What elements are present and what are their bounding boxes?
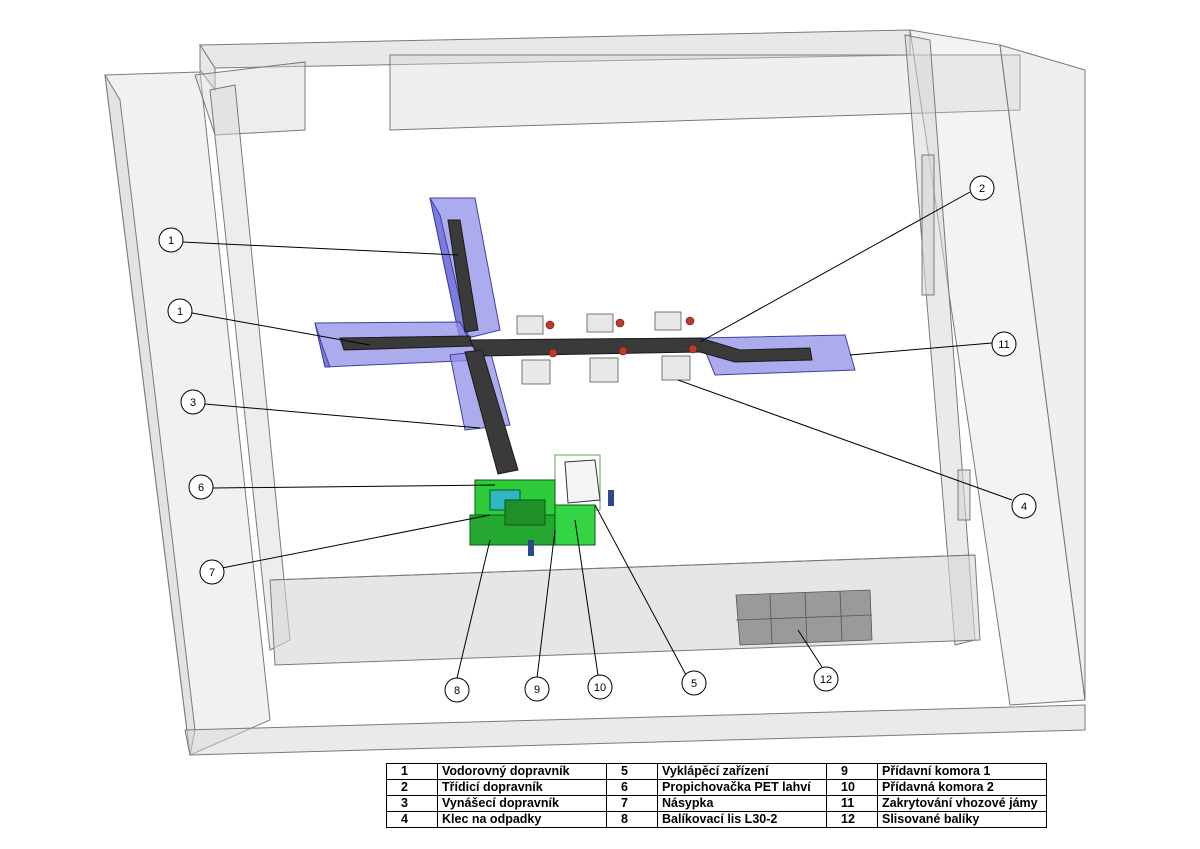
callout-5-label: 5 bbox=[691, 678, 697, 690]
callout-7-label: 7 bbox=[209, 567, 215, 579]
callout-1b: 1 bbox=[167, 298, 193, 324]
callout-1a: 1 bbox=[158, 227, 184, 253]
legend-num: 12 bbox=[826, 811, 878, 828]
leader-lines bbox=[181, 191, 1013, 679]
callout-6-label: 6 bbox=[198, 482, 204, 494]
callout-1b-label: 1 bbox=[177, 306, 183, 318]
callout-12-label: 12 bbox=[820, 674, 832, 686]
legend-num: 1 bbox=[386, 763, 438, 780]
conveyors bbox=[339, 219, 813, 475]
legend-num: 6 bbox=[606, 779, 658, 796]
legend-num: 9 bbox=[826, 763, 878, 780]
legend-num: 8 bbox=[606, 811, 658, 828]
legend-num: 5 bbox=[606, 763, 658, 780]
pit-covers bbox=[314, 197, 856, 431]
legend-label: Vodorovný dopravník bbox=[437, 763, 607, 780]
callout-6: 6 bbox=[188, 474, 214, 500]
callout-10-label: 10 bbox=[594, 682, 606, 694]
callout-2: 2 bbox=[969, 175, 995, 201]
callout-3: 3 bbox=[180, 389, 206, 415]
legend-num: 11 bbox=[826, 795, 878, 812]
legend-label: Vynášecí dopravník bbox=[437, 795, 607, 812]
legend-label: Vyklápěcí zařízení bbox=[657, 763, 827, 780]
pressed-bales bbox=[735, 589, 873, 646]
legend-label: Slisované balíky bbox=[877, 811, 1047, 828]
legend-label: Přídavní komora 1 bbox=[877, 763, 1047, 780]
callout-9-label: 9 bbox=[534, 684, 540, 696]
legend-label: Klec na odpadky bbox=[437, 811, 607, 828]
sorting-stations bbox=[516, 311, 691, 385]
callout-5: 5 bbox=[681, 670, 707, 696]
legend-label: Propichovačka PET lahví bbox=[657, 779, 827, 796]
callouts: 1 1 2 3 4 5 6 7 bbox=[158, 175, 1037, 703]
tipping-device bbox=[554, 454, 601, 511]
callout-3-label: 3 bbox=[190, 397, 196, 409]
callout-4: 4 bbox=[1011, 493, 1037, 519]
legend-table: 1 Vodorovný dopravník 5 Vyklápěcí zaříze… bbox=[386, 763, 1047, 828]
callout-8-label: 8 bbox=[454, 685, 460, 697]
legend-label: Balíkovací lis L30-2 bbox=[657, 811, 827, 828]
callout-2-label: 2 bbox=[979, 183, 985, 195]
workers bbox=[545, 316, 698, 358]
callout-12: 12 bbox=[813, 666, 839, 692]
legend-row: 1 Vodorovný dopravník 5 Vyklápěcí zaříze… bbox=[386, 763, 1047, 780]
conveyor-3-elevating bbox=[464, 349, 519, 475]
legend-row: 2 Třídicí dopravník 6 Propichovačka PET … bbox=[386, 779, 1047, 796]
legend-label: Přídavná komora 2 bbox=[877, 779, 1047, 796]
callout-11: 11 bbox=[991, 331, 1017, 357]
callout-11-label: 11 bbox=[998, 339, 1009, 351]
press-operators bbox=[528, 490, 614, 556]
building-walls bbox=[104, 29, 1086, 756]
callout-9: 9 bbox=[524, 676, 550, 702]
callout-7: 7 bbox=[199, 559, 225, 585]
legend-label: Násypka bbox=[657, 795, 827, 812]
legend-num: 2 bbox=[386, 779, 438, 796]
callout-4-label: 4 bbox=[1021, 501, 1027, 513]
callout-10: 10 bbox=[587, 674, 613, 700]
conveyor-1-vertical bbox=[447, 219, 479, 333]
legend-num: 10 bbox=[826, 779, 878, 796]
legend-row: 3 Vynášecí dopravník 7 Násypka 11 Zakryt… bbox=[386, 795, 1047, 812]
front-wall bbox=[269, 554, 981, 666]
callout-8: 8 bbox=[444, 677, 470, 703]
callout-1a-label: 1 bbox=[168, 235, 174, 247]
legend-label: Zakrytování vhozové jámy bbox=[877, 795, 1047, 812]
conveyor-1-horizontal bbox=[339, 335, 473, 351]
legend-row: 4 Klec na odpadky 8 Balíkovací lis L30-2… bbox=[386, 811, 1047, 828]
legend-num: 4 bbox=[386, 811, 438, 828]
legend-num: 3 bbox=[386, 795, 438, 812]
legend-num: 7 bbox=[606, 795, 658, 812]
legend-label: Třídicí dopravník bbox=[437, 779, 607, 796]
